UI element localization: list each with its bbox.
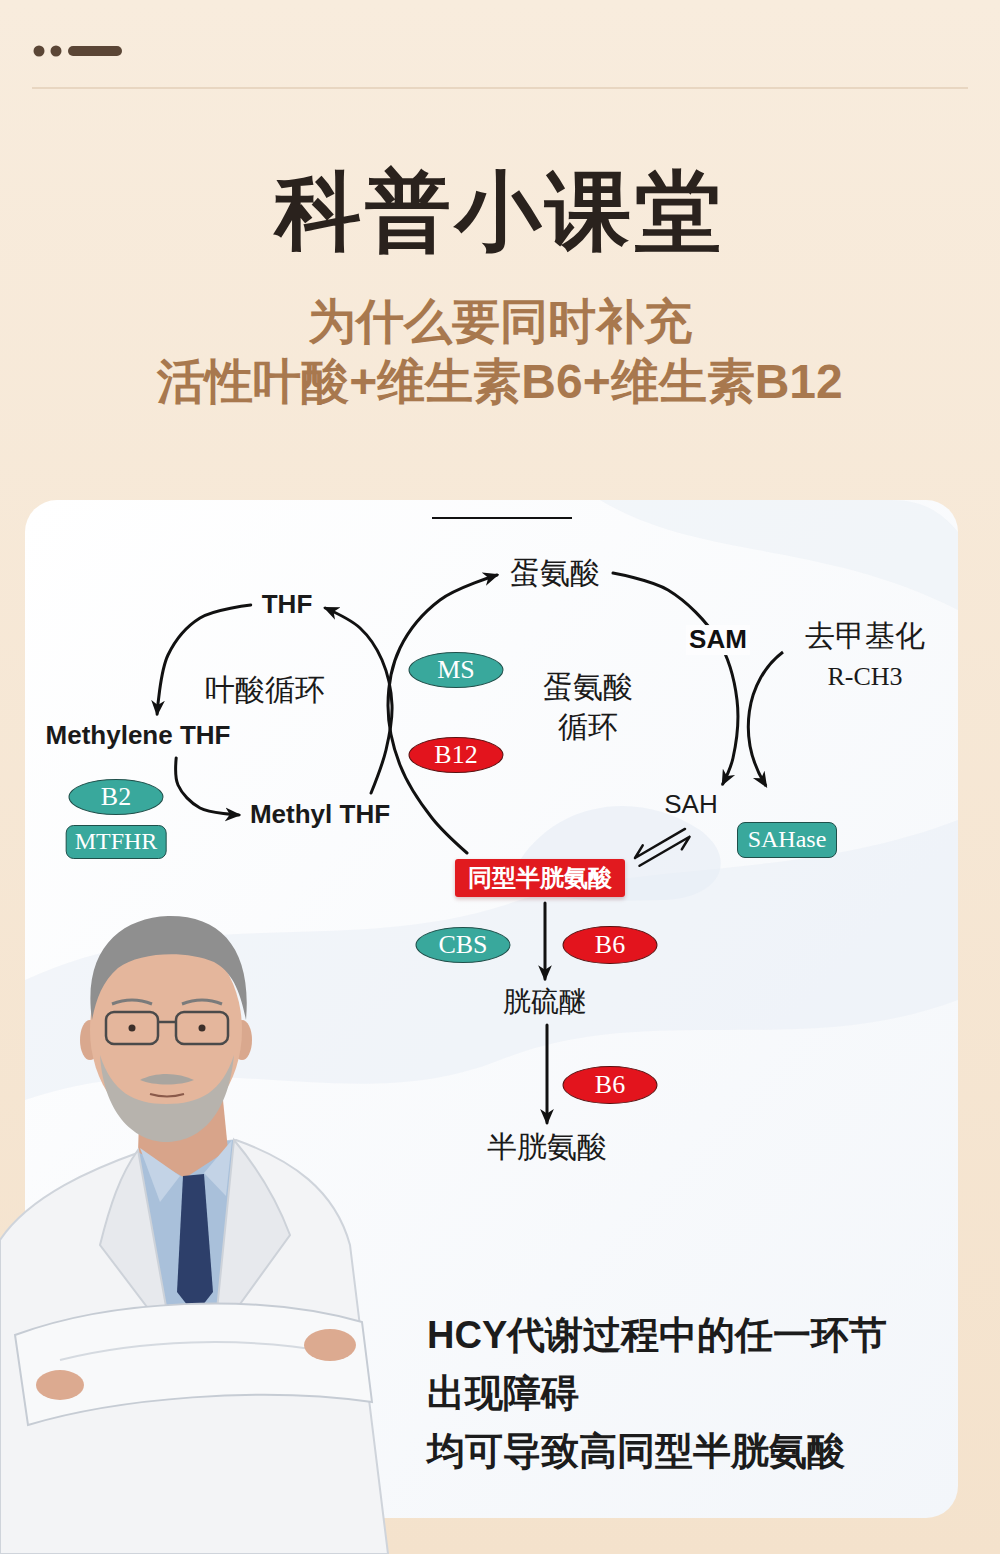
metabolite-label: Methyl THF — [247, 799, 393, 831]
pathway-arrow — [176, 758, 239, 815]
pathway-arrow — [388, 575, 497, 853]
hair — [90, 916, 246, 1020]
collar — [204, 1140, 232, 1196]
methyl-group: R-CH3 — [827, 661, 902, 692]
node-text: 蛋氨酸 — [510, 556, 600, 591]
eye — [129, 1025, 136, 1032]
cycle-name: 叶酸循环 — [205, 672, 325, 708]
beard — [100, 1055, 234, 1142]
decor-bar — [68, 46, 122, 56]
metabolite-label: 胱硫醚 — [500, 985, 590, 1019]
methyl-transfer-arc — [748, 652, 783, 786]
node-text: SAH — [664, 790, 717, 820]
divider-line — [32, 87, 968, 89]
node-text: THF — [262, 590, 313, 620]
eyebrow — [182, 1000, 222, 1004]
glasses — [176, 1012, 228, 1044]
coat — [0, 1140, 388, 1554]
hand — [304, 1329, 356, 1361]
mustache — [140, 1074, 194, 1085]
node-text: SAHase — [748, 826, 827, 854]
eyebrow — [112, 1000, 152, 1004]
edge-label: SAM — [686, 625, 750, 655]
pathway-arrow — [546, 1025, 549, 1123]
node-text: 半胱氨酸 — [487, 1130, 607, 1165]
vitamin-oval: B2 — [69, 779, 164, 815]
tie — [177, 1174, 213, 1315]
node-text: Methyl THF — [250, 800, 390, 830]
enzyme-box: SAHase — [737, 822, 837, 858]
metabolite-label: THF — [259, 589, 316, 621]
vitamin-oval: B6 — [563, 1066, 658, 1104]
metabolite-label: 蛋氨酸 — [507, 555, 603, 592]
caption-note: HCY代谢过程中的任一环节 出现障碍 均可导致高同型半胱氨酸 — [427, 1306, 947, 1480]
subtitle-line: 活性叶酸+维生素B6+维生素B12 — [157, 353, 842, 411]
node-text: 同型半胱氨酸 — [468, 864, 612, 892]
metabolite-label: 半胱氨酸 — [484, 1129, 610, 1166]
subtitle-line: 为什么要同时补充 — [308, 293, 692, 351]
page-title: 科普小课堂 — [275, 154, 725, 271]
decor-dot — [34, 46, 45, 57]
pathway-arrow — [325, 608, 392, 793]
vitamin-oval: B12 — [409, 737, 504, 773]
doctor-illustration — [0, 916, 388, 1554]
glasses — [106, 1012, 158, 1044]
enzyme-oval: CBS — [416, 927, 511, 963]
panel-rule — [432, 517, 572, 519]
hand — [36, 1370, 84, 1400]
node-text: B6 — [595, 930, 625, 960]
node-text: Methylene THF — [46, 721, 231, 751]
node-text: 胱硫醚 — [503, 986, 587, 1018]
cycle-name: 蛋氨酸 循环 — [538, 667, 638, 747]
crossed-arms — [15, 1303, 372, 1425]
sleeve-fold — [60, 1342, 330, 1360]
node-text: B12 — [434, 740, 477, 770]
pathway-arrow — [544, 903, 547, 979]
mouth — [150, 1094, 184, 1097]
node-text: MS — [437, 655, 475, 685]
panel-wave — [600, 500, 958, 610]
pathway-arrow — [635, 829, 690, 866]
eye — [199, 1025, 206, 1032]
edge-group — [157, 573, 738, 1123]
enzyme-box: MTFHR — [66, 825, 167, 859]
node-text: MTFHR — [75, 828, 158, 856]
node-text: B2 — [101, 782, 131, 812]
highlight-box: 同型半胱氨酸 — [455, 859, 625, 897]
enzyme-oval: MS — [409, 652, 504, 688]
metabolite-label: SAH — [661, 789, 720, 821]
reaction-name: 去甲基化 — [805, 618, 925, 654]
node-text: B6 — [595, 1070, 625, 1100]
decor-dot — [51, 46, 62, 57]
node-text: CBS — [438, 930, 487, 960]
vitamin-oval: B6 — [563, 926, 658, 964]
metabolite-label: Methylene THF — [43, 720, 234, 752]
glasses-bridge — [158, 1021, 176, 1024]
